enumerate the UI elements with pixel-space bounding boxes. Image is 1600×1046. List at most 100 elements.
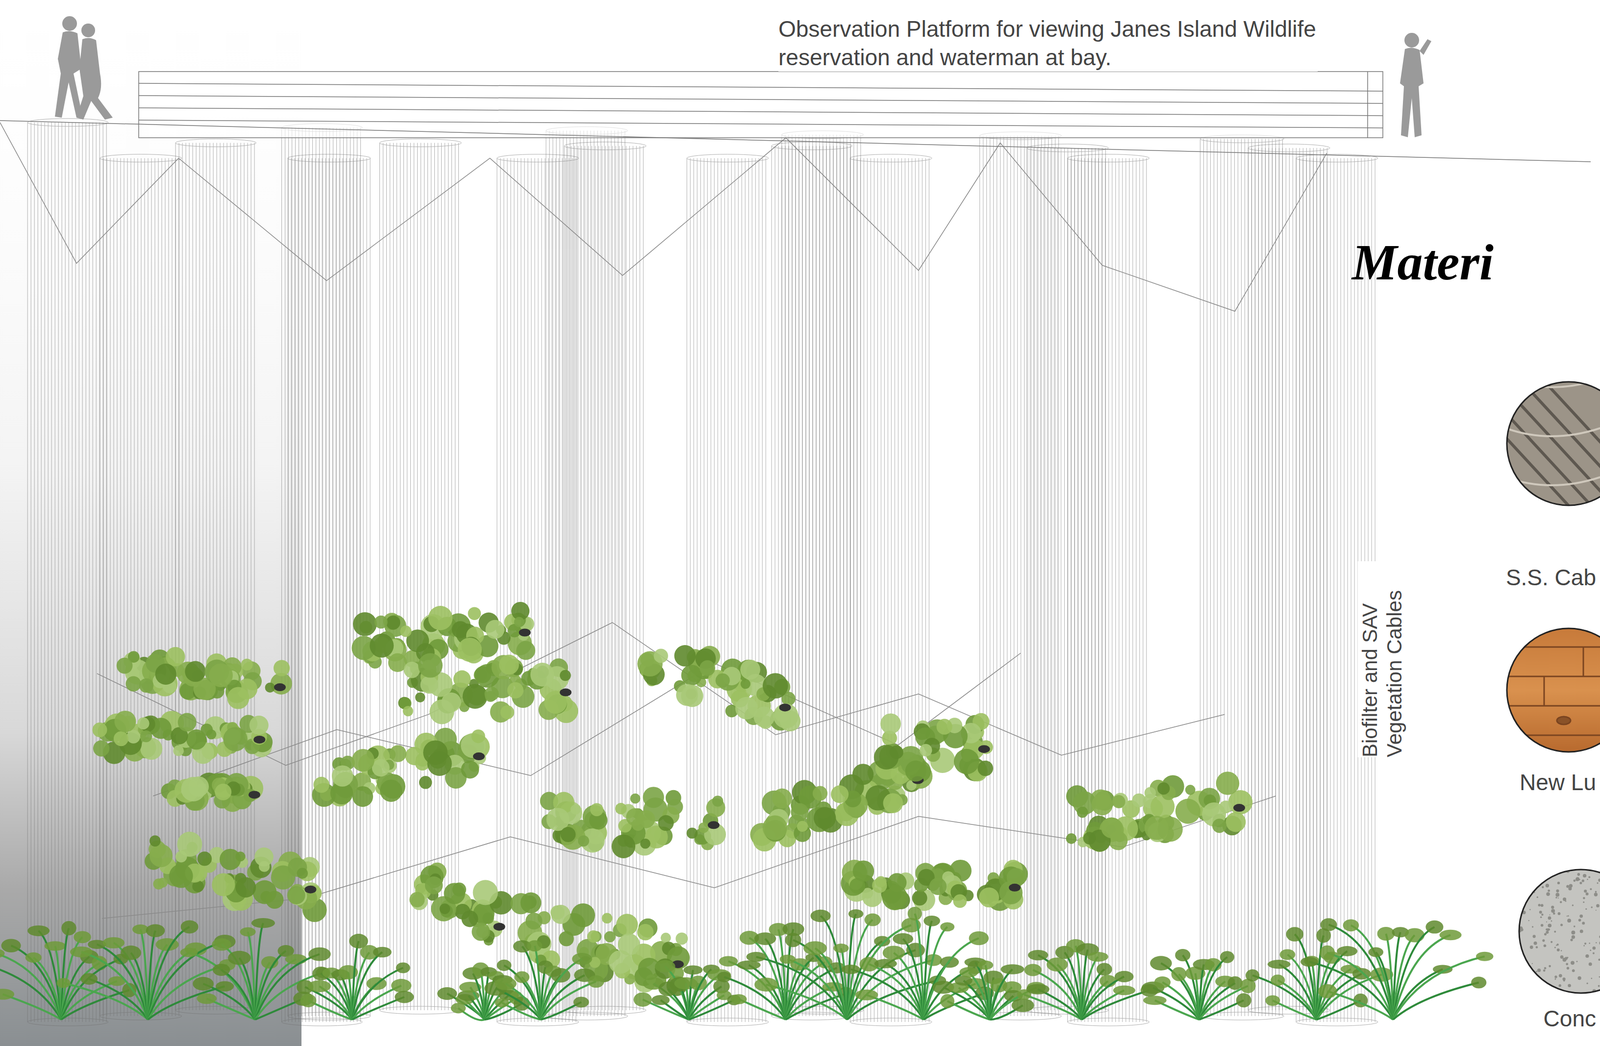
plant-frond — [81, 951, 149, 1020]
plant-leaf — [1087, 951, 1109, 962]
speckle-dot — [1572, 904, 1574, 906]
plant-leaf — [1026, 983, 1050, 995]
leaf-blob — [715, 673, 730, 688]
plant-leaf — [285, 954, 307, 965]
plant-frond — [1385, 933, 1394, 1020]
leaf-blob — [874, 745, 899, 770]
plant-leaf — [180, 920, 199, 934]
speckle-dot — [1582, 874, 1587, 878]
shadow-blob — [707, 821, 720, 829]
speckle-dot — [1566, 956, 1569, 959]
speckle-dot — [1557, 881, 1560, 885]
speckle-dot — [1590, 977, 1593, 980]
speckle-dot — [1572, 969, 1575, 973]
biofilter-shrub — [540, 786, 726, 859]
speckle-dot — [1548, 916, 1552, 921]
leaf-blob — [287, 886, 306, 905]
plant-leaf — [1279, 949, 1296, 960]
plant-frond — [1024, 994, 1082, 1020]
leaf-blob — [516, 641, 536, 661]
biofilter-shrub — [409, 862, 513, 947]
leaf-blob — [139, 678, 154, 693]
cable-web — [0, 122, 1327, 919]
speckle-dot — [1567, 918, 1572, 923]
leaf-blob — [1091, 794, 1113, 816]
plant-leaf — [923, 915, 941, 927]
cylinder-strands — [281, 127, 361, 1023]
leaf-blob — [499, 654, 520, 675]
plant-leaf — [211, 938, 232, 951]
speckle-dot — [1589, 949, 1592, 951]
plant-leaf — [514, 971, 530, 984]
speckle-dot — [1549, 914, 1551, 916]
leaf-blob — [875, 875, 887, 888]
plant-frond — [503, 965, 541, 1020]
plant-leaf — [1227, 976, 1243, 991]
plant-frond — [756, 956, 848, 1020]
leaf-blob — [149, 844, 173, 868]
leaf-blob — [952, 894, 967, 909]
leaf-blob — [1076, 806, 1089, 819]
plant-leaf — [969, 931, 990, 946]
leaf-blob — [468, 606, 482, 621]
leaf-blob — [219, 849, 241, 871]
plant-leaf — [1320, 918, 1338, 931]
vegetation-cable-cylinder — [564, 142, 647, 1015]
leaf-blob — [485, 691, 497, 702]
plant-frond — [869, 964, 924, 1020]
plant-frond — [248, 931, 256, 1020]
cylinder-top — [686, 154, 769, 163]
leaf-blob — [1219, 800, 1232, 814]
leaf-blob — [830, 785, 849, 803]
plant-leaf — [1336, 946, 1358, 957]
sav-plant — [1300, 918, 1494, 1020]
speckle-dot — [1556, 948, 1560, 952]
leaf-blob — [790, 803, 809, 822]
plant-leaf — [683, 965, 703, 975]
speckle-dot — [1562, 957, 1567, 962]
speckle-dot — [1581, 922, 1585, 925]
leaf-blob — [507, 682, 524, 699]
leaf-blob — [409, 892, 425, 908]
plant-leaf — [730, 994, 748, 1004]
leaf-blob — [698, 822, 709, 833]
speckle-dot — [1531, 963, 1533, 965]
plant-leaf — [1343, 919, 1360, 932]
leaf-blob — [184, 661, 206, 682]
speckle-dot — [1548, 874, 1550, 876]
plant-leaf — [308, 947, 331, 962]
speckle-dot — [1595, 942, 1597, 944]
plant-leaf — [437, 987, 457, 1000]
plant-leaf — [0, 988, 15, 1000]
speckle-dot — [1543, 876, 1547, 880]
plant-leaf — [719, 955, 738, 967]
leaf-blob — [425, 876, 443, 895]
plant-frond — [1294, 934, 1317, 1020]
biofilter-shrub — [398, 653, 578, 725]
speckle-dot — [1540, 903, 1544, 907]
leaf-blob — [273, 660, 290, 677]
speckle-dot — [1598, 958, 1600, 961]
leaf-blob — [241, 658, 253, 671]
leaf-blob — [616, 913, 638, 936]
speckle-dot — [1522, 974, 1526, 978]
speckle-dot — [1592, 952, 1595, 955]
cylinder-strands — [100, 158, 179, 1017]
plant-frond — [1081, 976, 1125, 1020]
speckle-dot — [1554, 946, 1556, 949]
vegetation-cable-cylinder — [1248, 144, 1330, 1015]
material-label: Conc — [1543, 1004, 1597, 1033]
leaf-blob — [140, 730, 152, 743]
plant-frond — [749, 937, 787, 1020]
leaf-blob — [762, 815, 788, 841]
cylinder-base — [379, 1006, 462, 1015]
speckle-dot — [1541, 913, 1544, 916]
speckle-dot — [1552, 912, 1556, 916]
leaf-blob — [1216, 771, 1240, 796]
leaf-blob — [402, 705, 414, 717]
plant-frond — [728, 961, 786, 1020]
cylinder-strands — [771, 146, 851, 1017]
plant-leaf — [907, 906, 923, 921]
plant-frond — [841, 948, 848, 1021]
